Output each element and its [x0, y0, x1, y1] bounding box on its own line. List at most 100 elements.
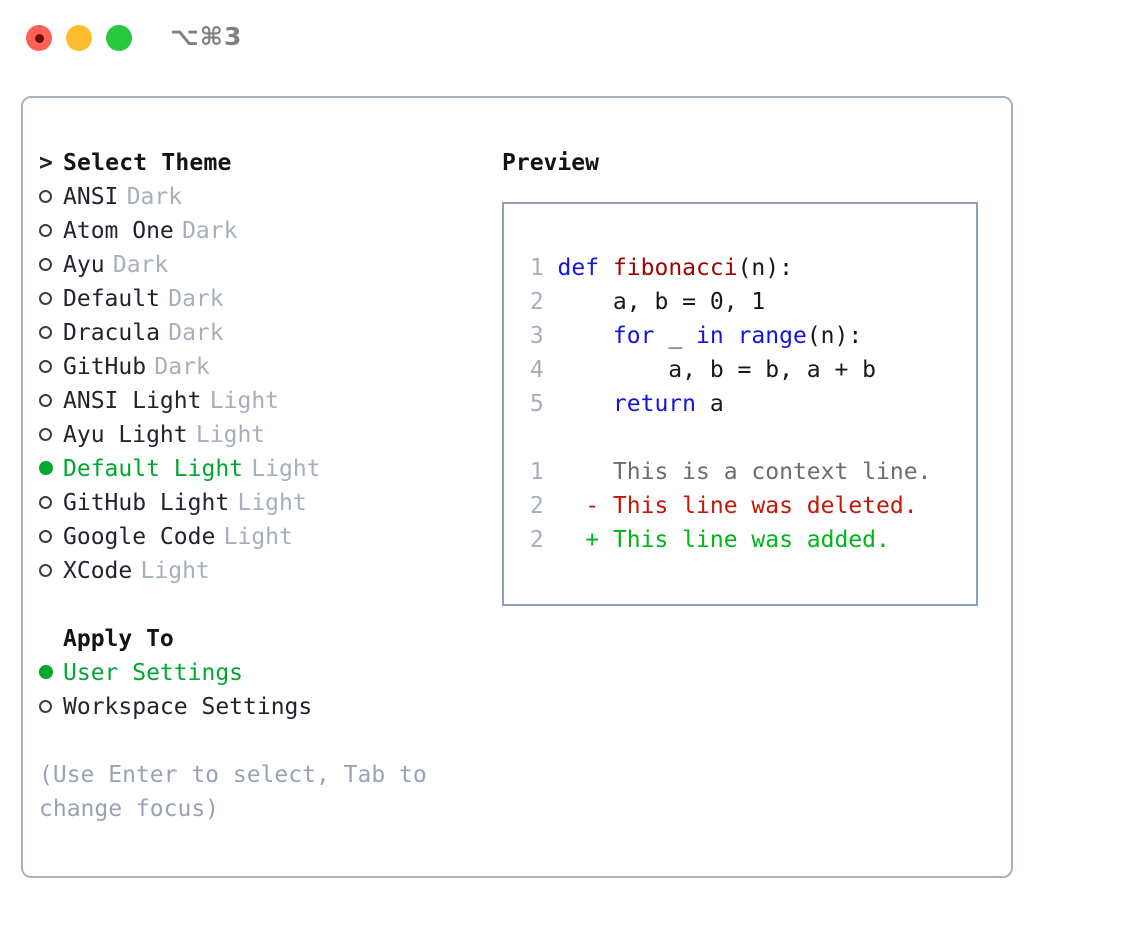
theme-item-variant: Dark [154, 354, 210, 380]
theme-item-variant: Light [195, 422, 266, 448]
diff-gutter-spacer [558, 527, 586, 553]
line-number: 3 [529, 323, 544, 349]
radio-unselected-icon[interactable] [39, 282, 63, 316]
radio-selected-icon[interactable] [39, 452, 63, 486]
code-token [558, 323, 613, 349]
theme-item-label: XCode [63, 558, 133, 584]
theme-item-label: GitHub Light [63, 490, 230, 516]
code-token: a, b = b, a + b [557, 357, 877, 383]
apply-to-item[interactable]: User Settings [39, 656, 479, 690]
apply-to-item-label: User Settings [63, 660, 244, 686]
code-token: a [696, 391, 724, 417]
theme-item[interactable]: Ayu Light Light [39, 418, 479, 452]
line-number: 1 [529, 255, 544, 281]
radio-unselected-icon[interactable] [39, 418, 63, 452]
apply-to-label: Apply To [63, 626, 174, 652]
code-token: (n): [806, 323, 863, 349]
diff-marker: + [585, 527, 600, 553]
line-number: 2 [529, 527, 544, 553]
theme-item-variant: Dark [112, 252, 169, 278]
code-line: 3 for _ in range(n): [516, 319, 876, 353]
apply-to-header: Apply To [39, 622, 479, 656]
diff-text: This line was added. [599, 527, 890, 553]
close-button[interactable] [26, 25, 52, 51]
code-line: 1 def fibonacci(n): [516, 251, 876, 285]
line-number: 2 [529, 289, 544, 315]
diff-marker: - [585, 493, 600, 519]
theme-item-variant: Light [223, 524, 293, 550]
title-bar: ⌥⌘3 [0, 0, 1140, 78]
list-spacer [39, 588, 479, 622]
radio-unselected-icon[interactable] [39, 248, 63, 282]
code-token [558, 391, 613, 417]
diff-gutter-spacer [558, 459, 586, 485]
radio-unselected-icon[interactable] [39, 316, 63, 350]
code-token: (n): [737, 255, 793, 281]
diff-line: 2 + This line was added. [516, 523, 931, 557]
maximize-button[interactable] [106, 25, 132, 51]
radio-unselected-icon[interactable] [39, 180, 63, 214]
theme-item[interactable]: Ayu Dark [39, 248, 479, 282]
apply-to-item[interactable]: Workspace Settings [39, 690, 479, 724]
code-token: fibonacci [612, 255, 738, 281]
theme-item[interactable]: ANSI Light Light [39, 384, 479, 418]
code-token: for [612, 323, 655, 349]
code-token: def [557, 255, 600, 281]
theme-item[interactable]: XCode Light [39, 554, 479, 588]
theme-item[interactable]: Dracula Dark [39, 316, 479, 350]
radio-unselected-icon[interactable] [39, 554, 63, 588]
theme-item[interactable]: Google Code Light [39, 520, 479, 554]
theme-item-label: ANSI Light [63, 388, 202, 414]
preview-title: Preview [502, 150, 599, 176]
radio-unselected-icon[interactable] [39, 690, 63, 724]
line-number: 4 [529, 357, 544, 383]
radio-unselected-icon[interactable] [39, 520, 63, 554]
theme-item-variant: Light [140, 558, 210, 584]
theme-item-variant: Dark [168, 320, 224, 346]
radio-unselected-icon[interactable] [39, 214, 63, 248]
radio-unselected-icon[interactable] [39, 486, 63, 520]
diff-line: 2 - This line was deleted. [516, 489, 931, 523]
theme-item-label: GitHub [63, 354, 147, 380]
radio-selected-icon[interactable] [39, 656, 63, 690]
keyboard-shortcut-label: ⌥⌘3 [170, 22, 243, 51]
theme-item[interactable]: GitHub Dark [39, 350, 479, 384]
theme-item-label: Ayu Light [63, 422, 188, 448]
diff-gutter-spacer [558, 493, 586, 519]
theme-item-label: Default Light [63, 456, 244, 482]
diff-line: 1 This is a context line. [516, 455, 932, 489]
traffic-lights [26, 25, 132, 51]
caret-icon: > [39, 150, 54, 176]
theme-item[interactable]: Default Dark [39, 282, 479, 316]
radio-unselected-icon[interactable] [39, 350, 63, 384]
code-token: a, b = 0, 1 [557, 289, 766, 315]
minimize-button[interactable] [66, 25, 92, 51]
code-token [599, 255, 613, 281]
theme-item-label: Atom One [63, 218, 174, 244]
theme-item-label: Dracula [63, 320, 160, 346]
code-token: _ [654, 323, 697, 349]
theme-item-label: Default [63, 286, 160, 312]
code-token [724, 323, 738, 349]
theme-item-label: Google Code [63, 524, 216, 550]
line-number: 1 [529, 459, 544, 485]
theme-item-variant: Light [209, 388, 280, 414]
code-token: range [737, 323, 807, 349]
indent-spacer [39, 622, 63, 656]
line-number: 2 [529, 493, 544, 519]
diff-sample: 1 This is a context line.2 - This line w… [516, 455, 932, 557]
apply-to-item-label: Workspace Settings [63, 694, 313, 720]
code-token: return [612, 391, 697, 417]
theme-item-label: Ayu [63, 252, 105, 278]
keyboard-hint: (Use Enter to select, Tab to change focu… [39, 762, 427, 822]
theme-item-variant: Dark [168, 286, 224, 312]
radio-unselected-icon[interactable] [39, 384, 63, 418]
diff-text: This is a context line. [599, 459, 932, 485]
